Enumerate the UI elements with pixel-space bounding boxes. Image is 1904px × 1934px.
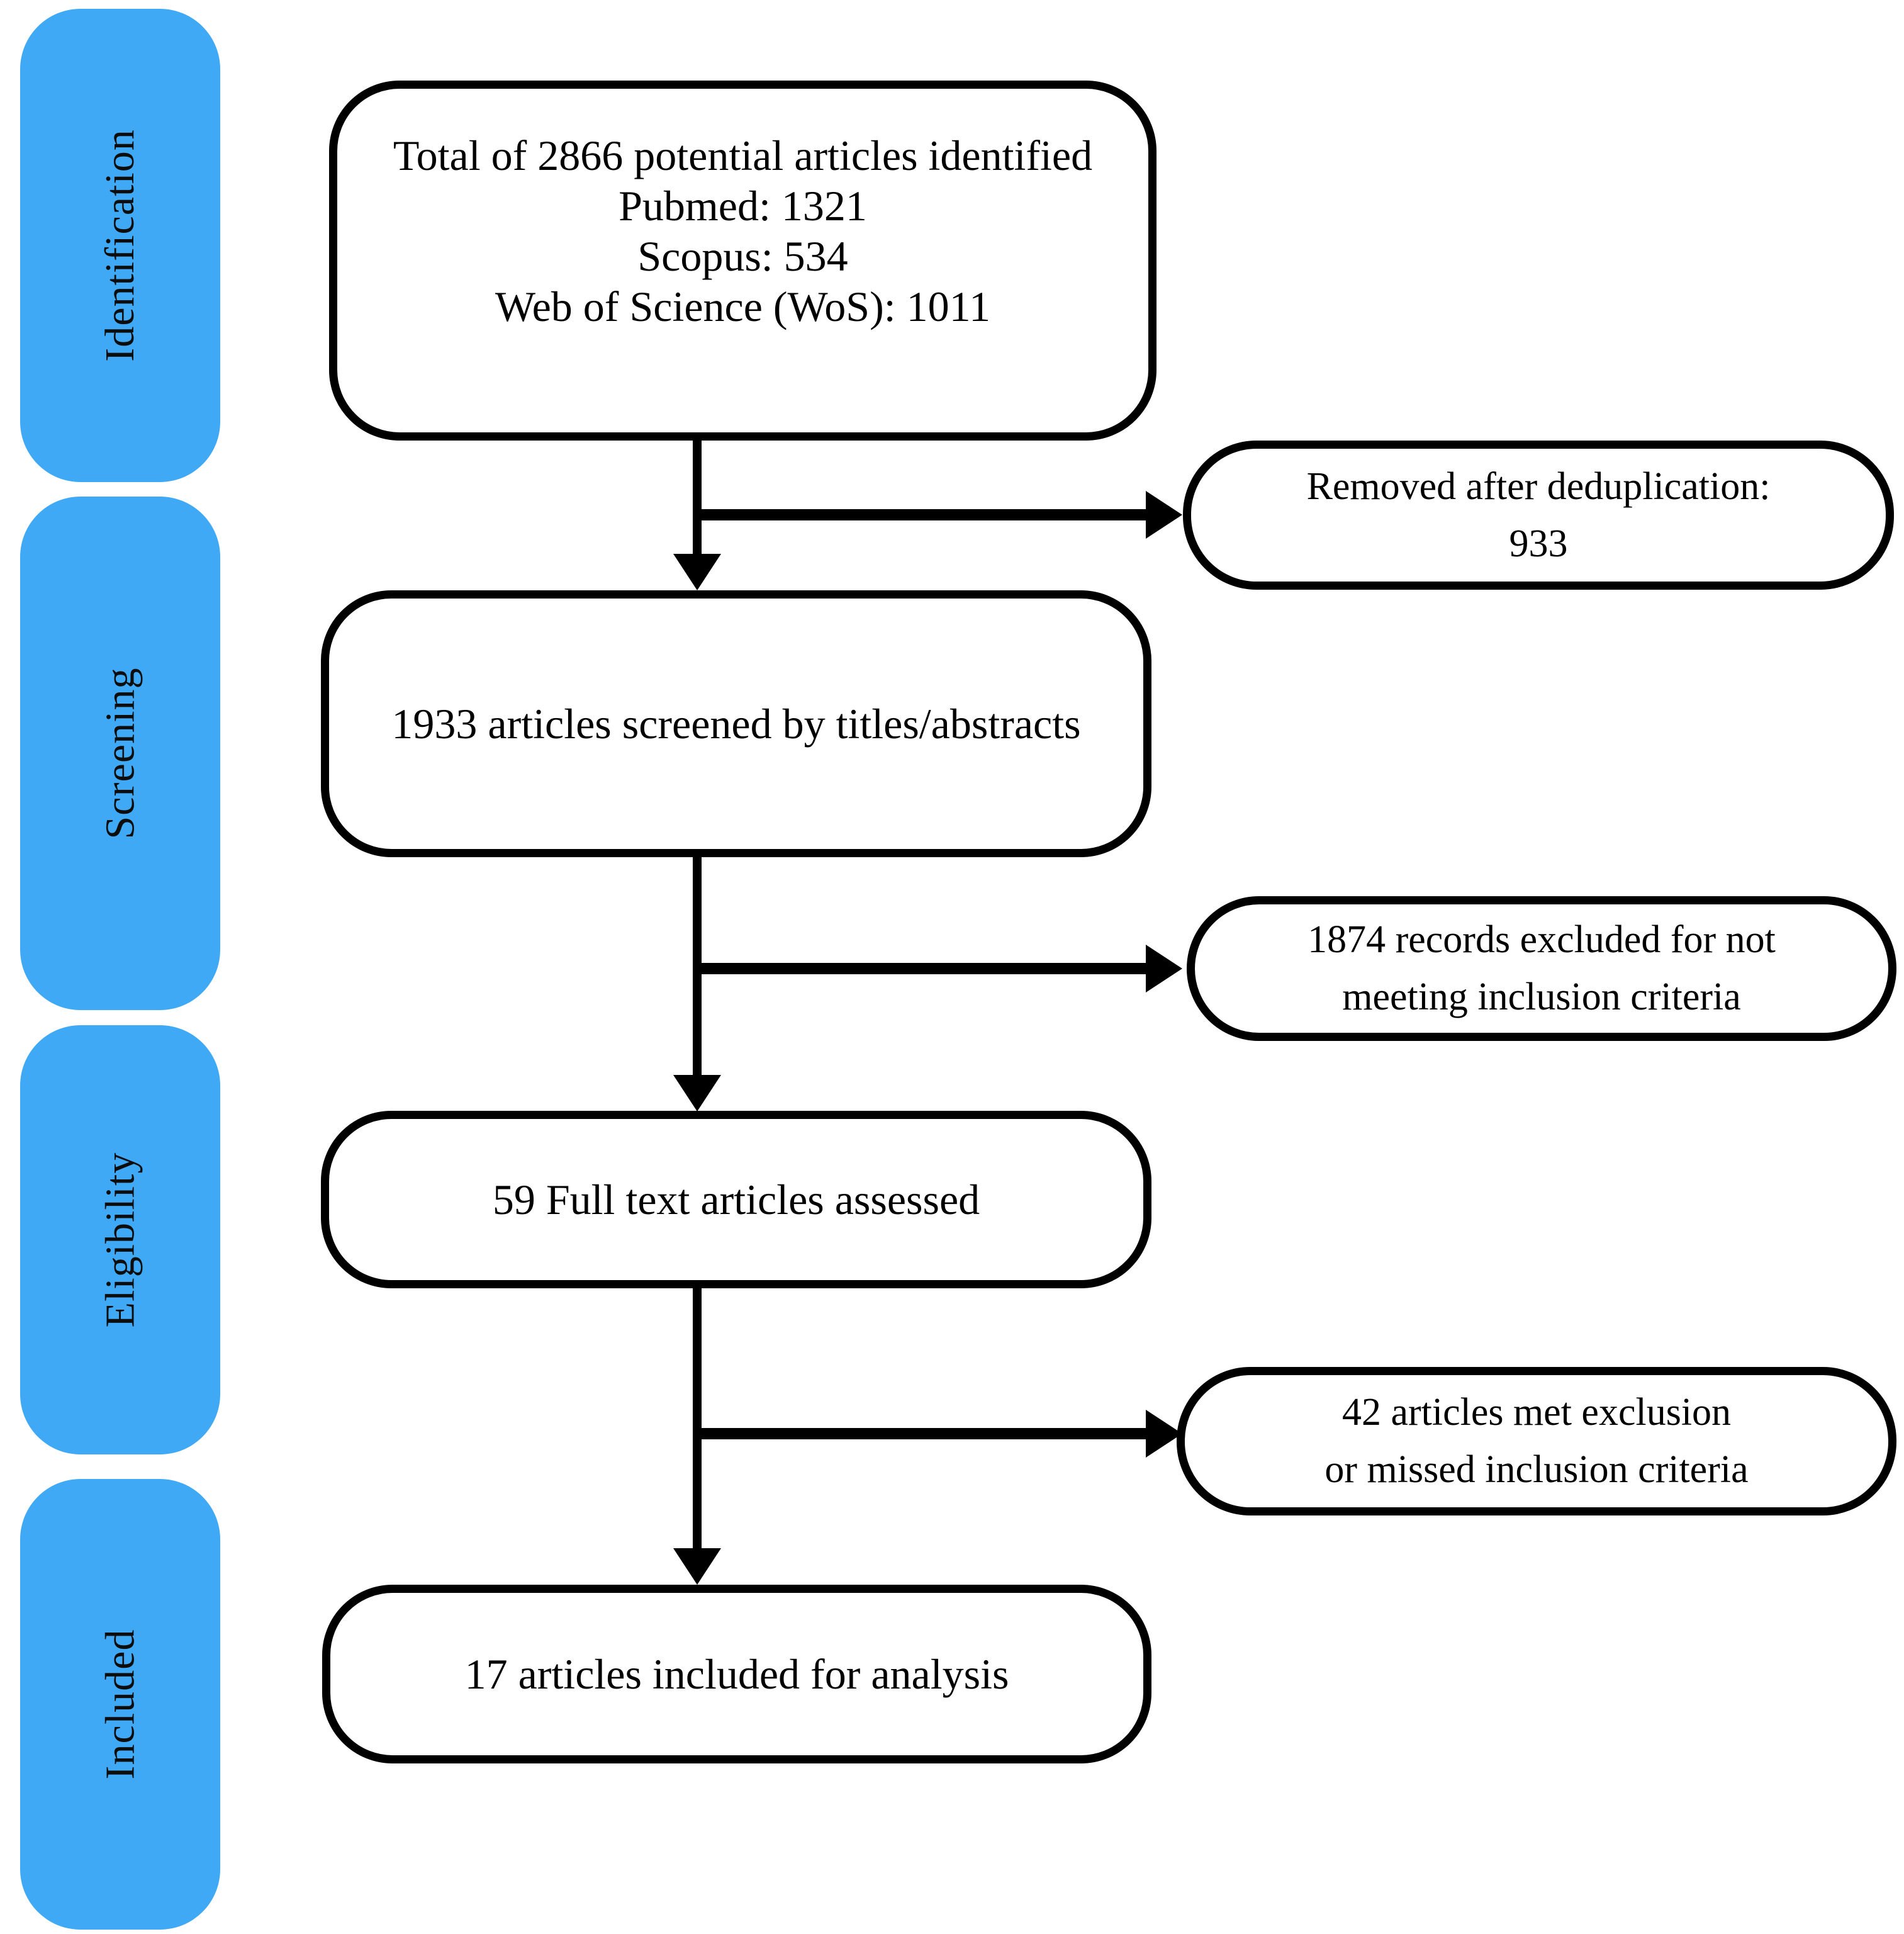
stage-screening: Screening	[20, 497, 220, 1010]
fulltext-assessed-text: 59 Full text articles assessed	[492, 1176, 980, 1223]
arrowhead-right-deduplication	[1146, 491, 1182, 539]
branch-to-records-excluded-line	[693, 963, 1146, 974]
arrowhead-right-records-excluded	[1146, 945, 1182, 992]
stage-identification: Identification	[20, 9, 220, 482]
excluded-articles-text-line2: or missed inclusion criteria	[1324, 1448, 1749, 1491]
box-screened-records: 1933 articles screened by titles/abstrac…	[321, 590, 1151, 857]
arrow-identification-to-screening-line	[693, 437, 702, 558]
box-included-articles: 17 articles included for analysis	[322, 1585, 1151, 1763]
branch-to-deduplication-line	[693, 509, 1146, 520]
stage-label-included: Included	[97, 1629, 143, 1780]
excluded-records-text-line1: 1874 records excluded for not	[1308, 918, 1776, 961]
included-articles-text: 17 articles included for analysis	[464, 1650, 1009, 1698]
stage-included: Included	[20, 1479, 220, 1930]
excluded-records-text-line2: meeting inclusion criteria	[1342, 975, 1741, 1018]
identified-scopus-text: Scopus: 534	[637, 232, 848, 280]
screened-text: 1933 articles screened by titles/abstrac…	[391, 700, 1081, 748]
dedup-removed-text: Removed after deduplication:	[1306, 464, 1771, 508]
box-fulltext-assessed: 59 Full text articles assessed	[321, 1111, 1151, 1288]
arrowhead-down-included	[673, 1548, 721, 1585]
arrowhead-down-eligibility	[673, 1075, 721, 1111]
box-articles-excluded: 42 articles met exclusion or missed incl…	[1177, 1367, 1896, 1515]
arrowhead-down-screening	[673, 554, 721, 590]
box-removed-deduplication: Removed after deduplication: 933	[1183, 441, 1894, 590]
stage-label-eligibility: Eligibility	[97, 1152, 143, 1328]
arrowhead-right-articles-excluded	[1146, 1410, 1182, 1458]
stage-eligibility: Eligibility	[20, 1025, 220, 1454]
box-identified-records: Total of 2866 potential articles identif…	[329, 81, 1156, 441]
arrow-eligibility-to-included-line	[693, 1285, 702, 1551]
dedup-removed-count: 933	[1509, 522, 1568, 565]
box-records-excluded: 1874 records excluded for not meeting in…	[1187, 896, 1896, 1041]
identified-total-text: Total of 2866 potential articles identif…	[393, 131, 1093, 179]
excluded-articles-text-line1: 42 articles met exclusion	[1341, 1391, 1732, 1434]
identified-pubmed-text: Pubmed: 1321	[619, 181, 867, 230]
identified-wos-text: Web of Science (WoS): 1011	[495, 282, 991, 330]
branch-to-articles-excluded-line	[693, 1428, 1146, 1439]
stage-label-identification: Identification	[97, 129, 143, 362]
stage-label-screening: Screening	[97, 667, 143, 840]
